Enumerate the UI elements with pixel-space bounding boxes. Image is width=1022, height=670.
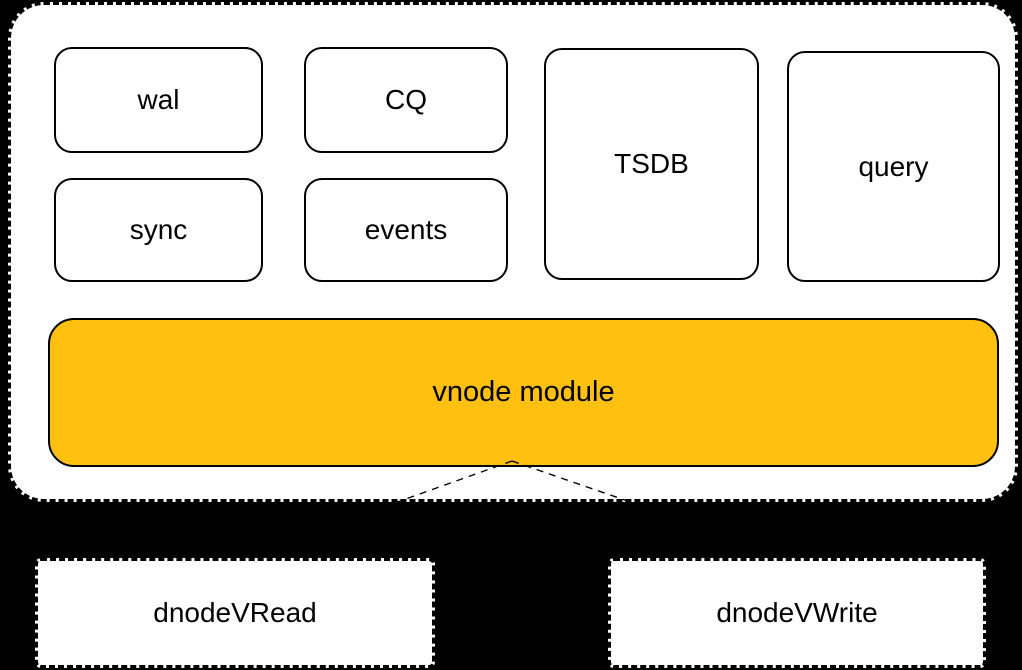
module-label-cq: CQ [385,84,427,115]
module-box-query: query [787,51,1000,282]
module-label-events: events [364,214,448,245]
module-box-tsdb: TSDB [544,48,759,280]
module-box-sync: sync [54,178,263,282]
dnode-vread-box: dnodeVRead [35,558,435,668]
vnode-group-container: wal CQ sync events TSDB query vnode modu… [8,2,1018,502]
module-box-wal: wal [54,47,263,153]
module-label-wal: wal [137,84,180,115]
module-box-events: events [304,178,508,282]
vnode-module-box: vnode module [48,318,999,467]
module-label-query: query [858,150,929,182]
dnode-vwrite-box: dnodeVWrite [608,558,986,668]
module-box-cq: CQ [304,47,508,153]
module-label-tsdb: TSDB [614,148,689,179]
dnode-vread-label: dnodeVRead [153,597,317,628]
vnode-module-label: vnode module [432,376,615,408]
module-label-sync: sync [129,214,188,245]
dnode-vwrite-label: dnodeVWrite [716,597,878,628]
